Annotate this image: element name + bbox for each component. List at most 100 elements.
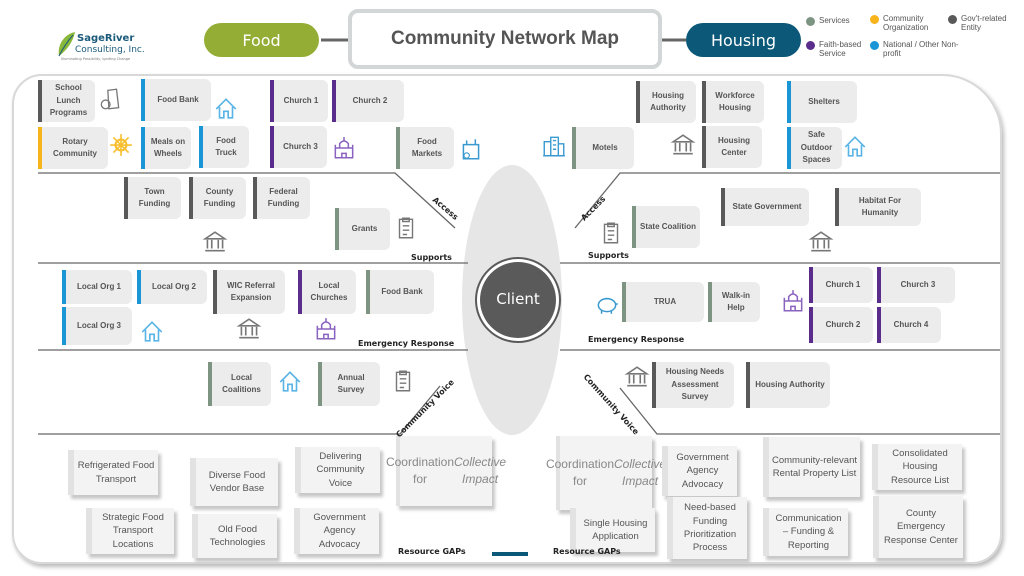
card-food-bank[interactable]: Food Bank (141, 79, 211, 121)
section-gaps-left: Resource GAPs (398, 547, 466, 556)
card-church-4[interactable]: Church 4 (877, 307, 941, 343)
map-frame (12, 74, 1002, 564)
bank-icon (202, 231, 228, 252)
gap-note-diverse-food-vendor-base: Diverse Food Vendor Base (190, 458, 278, 506)
legend-dot-icon (870, 15, 879, 24)
food-pill[interactable]: Food (204, 23, 319, 57)
church-icon (783, 290, 803, 312)
bank-icon (670, 134, 696, 155)
legend-item-community: Community Organization (870, 14, 944, 32)
divider-voice-right (619, 387, 1000, 435)
card-workforce-housing[interactable]: Workforce Housing (702, 81, 764, 123)
card-trua[interactable]: TRUA (622, 282, 704, 322)
gap-note-community-relevant-rental-property-list: Community-relevant Rental Property List (763, 437, 860, 497)
card-church-3[interactable]: Church 3 (877, 267, 955, 303)
card-food-markets[interactable]: Food Markets (396, 127, 454, 169)
gap-note-single-housing-application: Single Housing Application (570, 508, 655, 552)
legend-dot-icon (948, 15, 957, 24)
gap-note-consolidated-housing-resource-list: Consolidated Housing Resource List (872, 444, 962, 490)
gap-note-communication-funding-reporting: Communication – Funding & Reporting (763, 508, 848, 556)
card-church-1[interactable]: Church 1 (809, 267, 873, 303)
card-local-churches[interactable]: Local Churches (298, 270, 356, 314)
card-county-funding[interactable]: County Funding (189, 177, 246, 219)
card-housing-center[interactable]: Housing Center (702, 126, 762, 168)
card-safe-outdoor-spaces[interactable]: Safe Outdoor Spaces (787, 127, 842, 169)
bank-icon (808, 231, 834, 252)
leaf-icon (58, 32, 75, 57)
gap-note-need-based-funding-prioritization-process: Need-based Funding Prioritization Proces… (667, 497, 747, 559)
section-gaps-right: Resource GAPs (553, 547, 621, 556)
card-local-org-1[interactable]: Local Org 1 (62, 270, 132, 304)
card-state-government[interactable]: State Government (721, 188, 809, 226)
gap-note-county-emergency-response-center: County Emergency Response Center (873, 496, 963, 558)
section-emergency-left: Emergency Response (358, 339, 455, 348)
gap-note-coordination-for-collective-impact: Coordination for Collective Impact (546, 436, 666, 510)
card-grants[interactable]: Grants (335, 208, 390, 250)
card-wic-referral-expansion[interactable]: WIC Referral Expansion (213, 270, 285, 314)
gap-note-strategic-food-transport-locations: Strategic Food Transport Locations (86, 508, 174, 554)
section-supports-right: Supports (588, 251, 629, 260)
lunch-bag-icon (100, 88, 120, 110)
house-icon (215, 98, 237, 119)
piggy-bank-icon (597, 297, 618, 314)
bank-icon (236, 318, 262, 339)
bottom-tab (492, 552, 528, 556)
gap-note-old-food-technologies: Old Food Technologies (192, 514, 277, 558)
section-emergency-right: Emergency Response (588, 335, 685, 344)
house-icon (844, 136, 866, 157)
legend-dot-icon (870, 41, 879, 50)
card-annual-survey[interactable]: Annual Survey (318, 362, 380, 406)
card-school-lunch-programs[interactable]: School Lunch Programs (38, 80, 95, 122)
divider-access-right (574, 172, 1000, 229)
housing-pill[interactable]: Housing (686, 23, 801, 57)
card-housing-authority[interactable]: Housing Authority (746, 362, 830, 408)
card-local-org-2[interactable]: Local Org 2 (137, 270, 207, 304)
card-housing-needs-assessment-survey[interactable]: Housing Needs Assessment Survey (652, 362, 734, 408)
card-shelters[interactable]: Shelters (787, 81, 857, 123)
card-motels[interactable]: Motels (572, 127, 634, 169)
gap-note-refrigerated-food-transport: Refrigerated Food Transport (68, 450, 158, 495)
card-food-bank[interactable]: Food Bank (366, 270, 434, 314)
client-label: Client (496, 290, 540, 308)
card-walk-in-help[interactable]: Walk-in Help (708, 282, 760, 322)
card-church-3[interactable]: Church 3 (270, 126, 327, 168)
gap-note-coordination-for-collective-impact: Coordination for Collective Impact (386, 436, 506, 506)
legend-item-faith: Faith-based Service (806, 40, 868, 58)
gap-note-government-agency-advocacy: Government Agency Advocacy (662, 446, 737, 496)
page-title: Community Network Map (348, 9, 662, 69)
card-housing-authority[interactable]: Housing Authority (636, 81, 696, 123)
gap-note-delivering-community-voice: Delivering Community Voice (295, 447, 380, 493)
clipboard-icon (398, 217, 414, 239)
card-church-2[interactable]: Church 2 (809, 307, 873, 343)
legend-item-gov: Gov't-related Entity (948, 14, 1020, 32)
house-icon (141, 321, 163, 342)
legend-dot-icon (806, 17, 815, 26)
legend-item-national: National / Other Non-profit (870, 40, 970, 58)
divider-voice-left (38, 385, 441, 435)
card-local-coalitions[interactable]: Local Coalitions (208, 362, 271, 406)
bank-icon (624, 366, 650, 387)
clipboard-icon (395, 370, 411, 392)
card-local-org-3[interactable]: Local Org 3 (62, 307, 132, 345)
card-meals-on-wheels[interactable]: Meals on Wheels (141, 127, 191, 169)
card-federal-funding[interactable]: Federal Funding (253, 177, 310, 219)
card-food-truck[interactable]: Food Truck (199, 126, 249, 168)
card-rotary-community[interactable]: Rotary Community (38, 127, 108, 169)
church-icon (316, 318, 336, 340)
card-church-1[interactable]: Church 1 (270, 80, 328, 122)
buildings-icon (543, 136, 565, 157)
helm-icon (110, 134, 132, 156)
church-icon (334, 137, 354, 159)
card-church-2[interactable]: Church 2 (332, 80, 404, 122)
legend-item-services: Services (806, 16, 866, 26)
legend-dot-icon (806, 41, 815, 50)
divider-access-left (38, 172, 456, 229)
clipboard-icon (603, 222, 619, 244)
gap-note-government-agency-advocacy: Government Agency Advocacy (294, 508, 379, 554)
grocery-bag-icon (462, 139, 480, 160)
card-town-funding[interactable]: Town Funding (124, 177, 181, 219)
card-habitat-for-humanity[interactable]: Habitat For Humanity (835, 188, 921, 226)
section-supports-left: Supports (411, 253, 452, 262)
card-state-coalition[interactable]: State Coalition (632, 206, 700, 248)
